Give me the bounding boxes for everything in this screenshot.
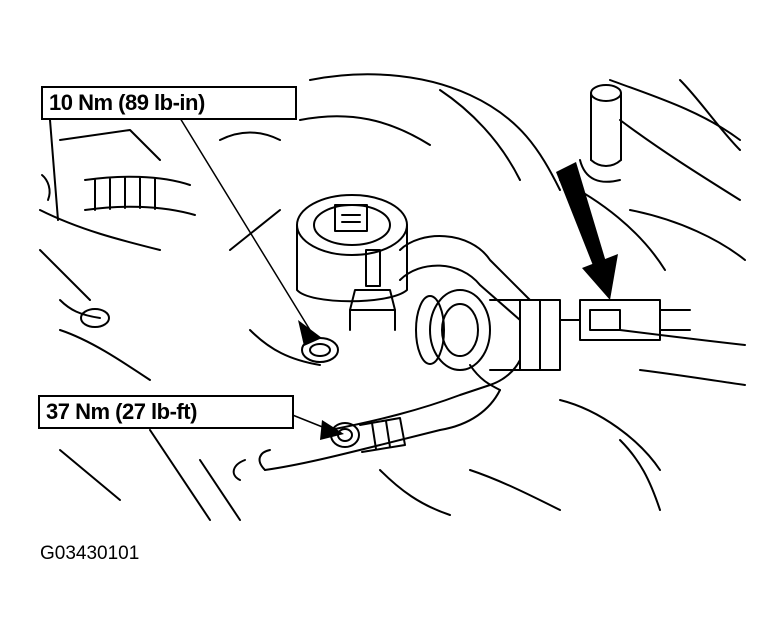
- leader-lines: [180, 118, 330, 430]
- sensor-connector: [560, 300, 690, 340]
- lower-torque-callout: 37 Nm (27 lb-ft): [38, 395, 294, 429]
- left-hose-assembly: [42, 120, 195, 327]
- engine-background-linework: [40, 74, 745, 520]
- figure-identifier: G03430101: [40, 543, 140, 564]
- main-pipe: [234, 236, 530, 480]
- lower-pipe-nut: [331, 418, 405, 452]
- solid-arrow-down-icon: [556, 162, 618, 300]
- pipe-flange: [416, 290, 560, 370]
- central-cylinder-component: [297, 195, 407, 330]
- upper-bolt-pointer-arrow: [298, 320, 322, 346]
- lower-nut-pointer-arrow: [320, 420, 344, 440]
- upper-torque-callout: 10 Nm (89 lb-in): [41, 86, 297, 120]
- vertical-nipple: [580, 85, 621, 182]
